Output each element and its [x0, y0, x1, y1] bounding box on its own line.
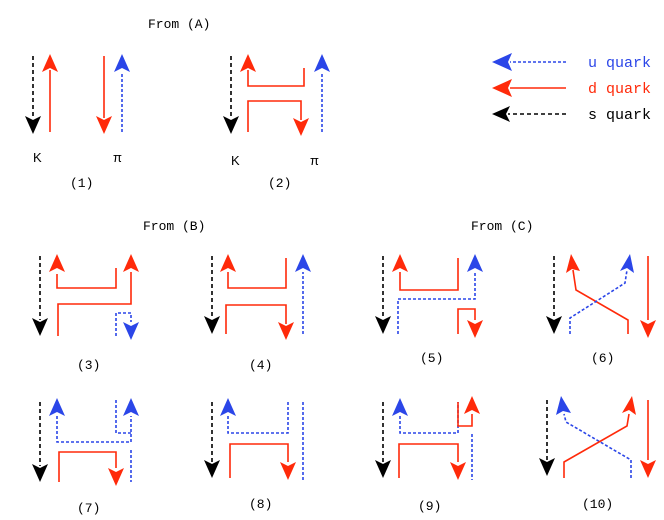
d-quark-line	[247, 68, 305, 87]
u-quark-line	[563, 413, 632, 478]
u-quark-line	[56, 416, 132, 443]
heading-from-a: From (A)	[148, 17, 210, 32]
u-quark-arrow	[392, 398, 408, 416]
pion-label-1: π	[113, 150, 122, 165]
panel-label-9: (9)	[418, 499, 441, 514]
d-quark-arrow	[278, 322, 294, 340]
d-quark-arrow	[464, 396, 480, 414]
panel-label-1: (1)	[70, 176, 93, 191]
panel-label-7: (7)	[77, 501, 100, 516]
s-quark-arrow	[375, 316, 391, 334]
d-quark-arrow	[450, 462, 466, 480]
panel-8: (8)	[204, 398, 304, 512]
u-quark-line	[115, 312, 132, 336]
panel-3: (3)	[32, 254, 139, 373]
d-quark-arrow	[293, 118, 309, 136]
d-quark-line	[58, 451, 117, 482]
d-quark-arrow	[467, 320, 483, 338]
heading-from-b: From (B)	[143, 219, 205, 234]
panel-1: K π (1)	[25, 54, 130, 191]
u-quark-arrow	[556, 396, 571, 415]
panel-4: (4)	[204, 254, 311, 373]
d-quark-arrow	[622, 396, 636, 415]
d-quark-arrow	[392, 254, 408, 272]
d-quark-arrow	[240, 54, 256, 72]
u-quark-arrow	[620, 254, 634, 273]
heading-from-c: From (C)	[471, 219, 533, 234]
s-quark-arrow	[223, 116, 239, 134]
s-quark-arrow	[375, 460, 391, 478]
d-quark-line	[563, 413, 630, 478]
legend-s-entry: s quark	[492, 106, 651, 124]
d-quark-line	[398, 443, 459, 478]
s-quark-arrow	[546, 316, 562, 334]
u-quark-line	[115, 400, 131, 434]
d-quark-arrow	[220, 254, 236, 272]
panel-5: (5)	[375, 254, 483, 366]
legend: u quark d quark s quark	[492, 53, 651, 124]
u-quark-line	[227, 400, 289, 434]
panel-label-3: (3)	[77, 358, 100, 373]
d-quark-arrow	[108, 468, 124, 486]
panel-label-6: (6)	[591, 351, 614, 366]
s-quark-arrow	[204, 316, 220, 334]
panel-6: (6)	[546, 254, 656, 366]
u-quark-arrow	[295, 254, 311, 272]
legend-d-label: d quark	[588, 81, 651, 98]
d-quark-line	[225, 304, 287, 334]
u-quark-line	[399, 402, 459, 434]
panel-label-2: (2)	[268, 176, 291, 191]
panel-label-4: (4)	[249, 358, 272, 373]
d-quark-line	[457, 402, 473, 427]
legend-s-label: s quark	[588, 107, 651, 124]
s-quark-arrow	[204, 460, 220, 478]
s-quark-arrow	[32, 318, 48, 336]
panel-label-8: (8)	[249, 497, 272, 512]
panel-2: K π (2)	[223, 54, 330, 191]
d-quark-line	[227, 258, 287, 289]
d-quark-line	[57, 272, 132, 336]
s-quark-arrow	[539, 458, 555, 476]
panel-10: (10)	[539, 396, 656, 512]
u-quark-arrow	[467, 254, 483, 272]
panel-9: (9)	[375, 396, 480, 514]
legend-u-entry: u quark	[492, 53, 651, 72]
kaon-label-1: K	[33, 150, 42, 165]
d-quark-line	[572, 269, 629, 334]
legend-u-arrow	[492, 53, 512, 71]
d-quark-arrow	[280, 462, 296, 480]
d-quark-line	[229, 443, 289, 478]
d-quark-arrow	[640, 320, 656, 338]
panel-7: (7)	[32, 398, 139, 516]
u-quark-arrow	[123, 322, 139, 340]
d-quark-arrow	[566, 254, 580, 273]
u-quark-arrow	[114, 54, 130, 72]
u-quark-line	[397, 272, 476, 334]
legend-d-arrow	[492, 79, 512, 97]
pion-label-2: π	[310, 153, 319, 168]
u-quark-arrow	[314, 54, 330, 72]
u-quark-arrow	[123, 398, 139, 416]
s-quark-arrow	[32, 464, 48, 482]
kaon-label-2: K	[231, 153, 240, 168]
d-quark-arrow	[123, 254, 139, 272]
d-quark-line	[457, 308, 476, 334]
legend-u-label: u quark	[588, 55, 651, 72]
d-quark-line	[399, 258, 459, 291]
u-quark-line	[569, 269, 628, 334]
panel-label-5: (5)	[420, 351, 443, 366]
d-quark-arrow	[42, 54, 58, 72]
s-quark-arrow	[25, 116, 41, 134]
d-quark-line	[247, 100, 302, 132]
d-quark-arrow	[640, 460, 656, 478]
d-quark-arrow	[96, 116, 112, 134]
legend-s-arrow	[492, 106, 510, 122]
u-quark-arrow	[49, 398, 65, 416]
d-quark-line	[56, 268, 117, 289]
legend-d-entry: d quark	[492, 79, 651, 98]
u-quark-arrow	[220, 398, 236, 416]
panel-label-10: (10)	[582, 497, 613, 512]
d-quark-arrow	[49, 254, 65, 272]
